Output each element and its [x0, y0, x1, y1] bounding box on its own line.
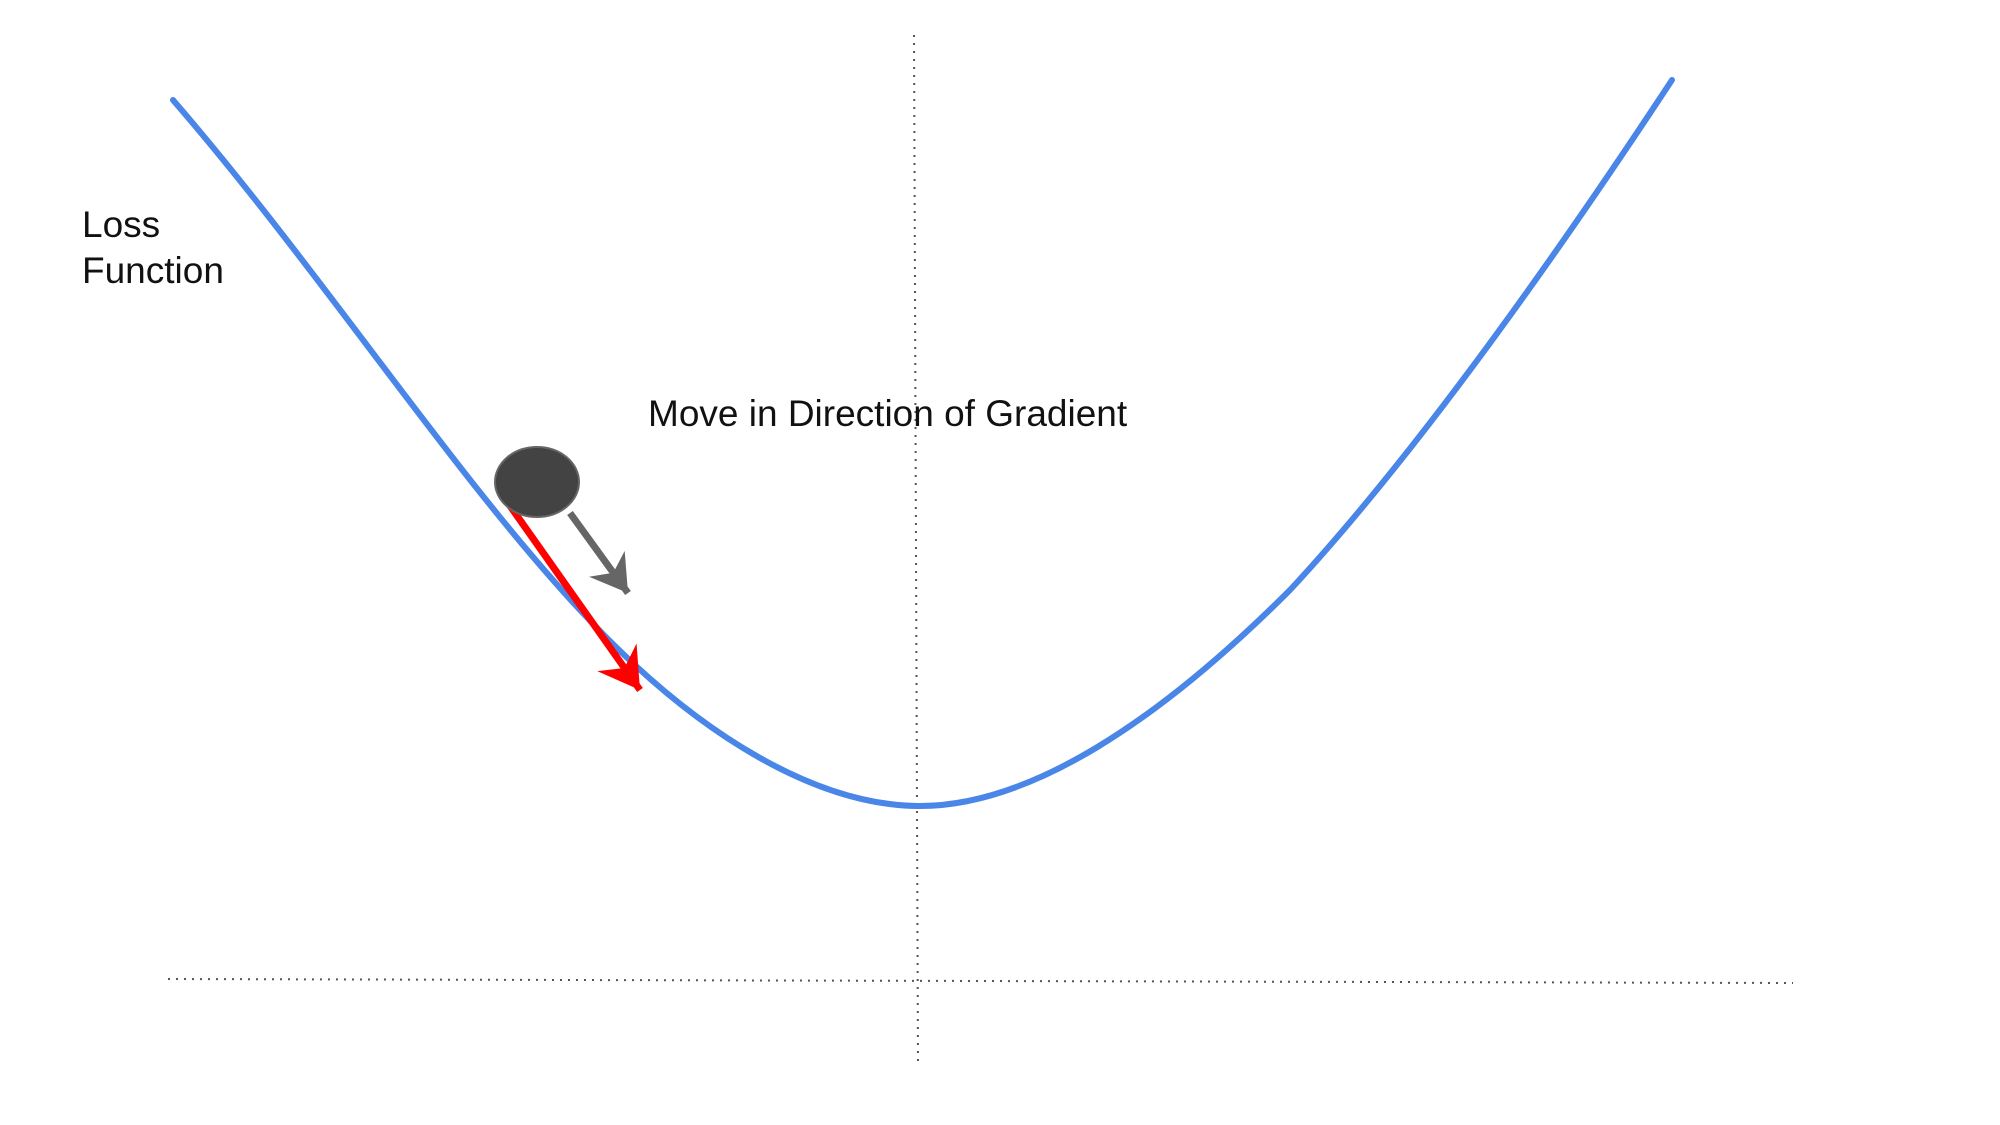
y-axis-label-loss: Loss [82, 204, 161, 245]
gradient-caption: Move in Direction of Gradient [648, 393, 1128, 434]
step-arrow [567, 510, 631, 596]
horizontal-axis [167, 978, 1794, 984]
y-axis-label-function: Function [82, 250, 224, 291]
vertical-axis [913, 34, 919, 1066]
gradient-arrow [505, 500, 643, 693]
loss-curve [170, 77, 1675, 810]
ball-icon [494, 446, 580, 518]
